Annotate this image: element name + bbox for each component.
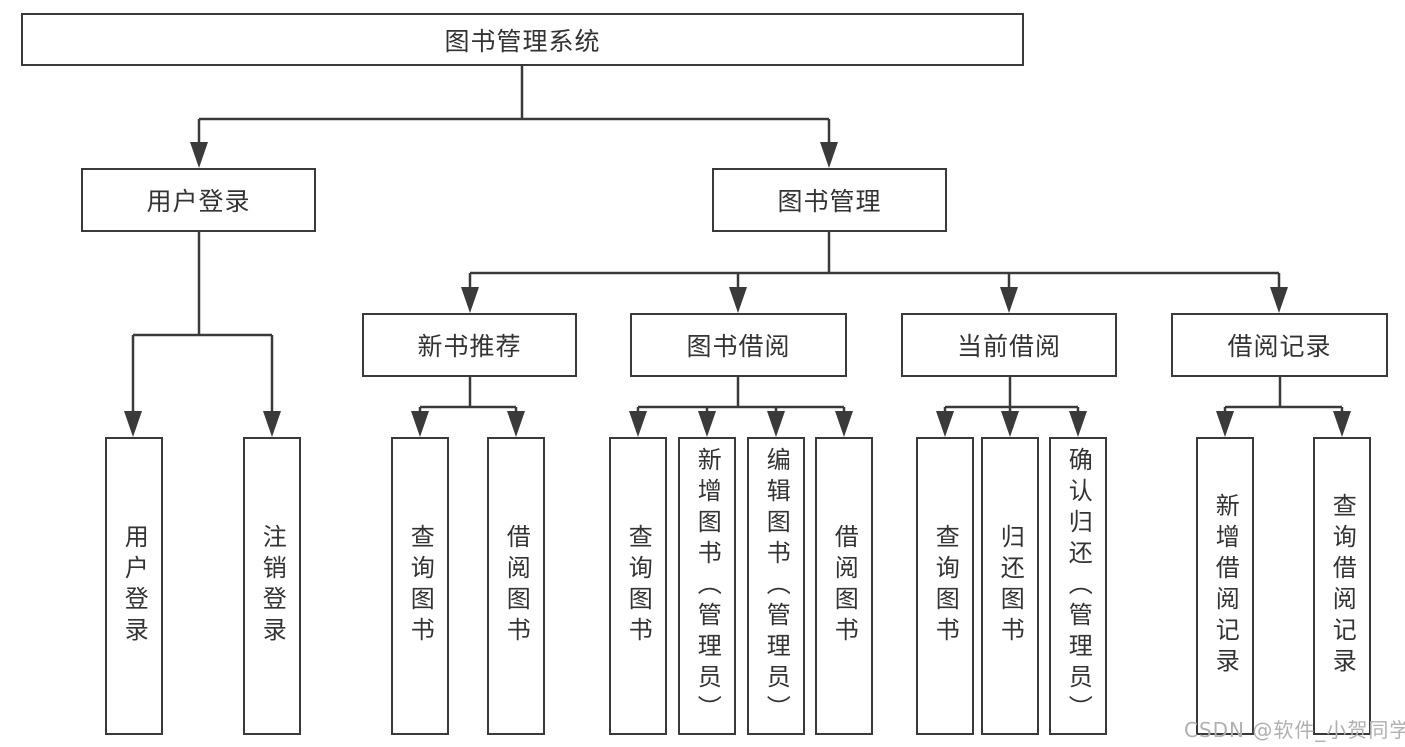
arrow-leaf-9: [936, 411, 954, 437]
node-user-login-branch: 用户登录: [81, 168, 316, 232]
arrowheads: [124, 142, 1351, 437]
arrow-leaf-2: [263, 411, 281, 437]
leaf-edit-book-admin: 编辑图书（管理员）: [747, 437, 805, 735]
node-root-label: 图书管理系统: [444, 26, 601, 56]
arrow-leaf-10: [1001, 411, 1019, 437]
leaf-add-borrow-record: 新增借阅记录: [1196, 437, 1254, 735]
arrow-leaf-7: [767, 411, 785, 437]
leaf-user-login-label: 用户登录: [120, 524, 149, 648]
arrow-to-current-borrow: [1000, 287, 1018, 313]
leaf-query-books-current-label: 查询图书: [931, 524, 960, 648]
csdn-watermark: CSDN @软件_小贺同学: [1184, 718, 1405, 742]
arrow-leaf-5: [629, 411, 647, 437]
node-root: 图书管理系统: [21, 13, 1024, 66]
arrow-to-book-borrow: [729, 287, 747, 313]
connector-new-books-split: [418, 377, 518, 413]
arrow-to-new-books: [461, 287, 479, 313]
arrow-leaf-6: [698, 411, 716, 437]
node-section-new-books-label: 新书推荐: [417, 332, 522, 361]
arrow-to-book-management: [820, 142, 838, 168]
leaf-borrow-books-new: 借阅图书: [487, 437, 545, 735]
leaf-return-book-label: 归还图书: [996, 524, 1025, 648]
leaf-query-books-new: 查询图书: [391, 437, 449, 735]
node-section-borrow-records-label: 借阅记录: [1227, 332, 1332, 361]
leaf-query-borrow-record: 查询借阅记录: [1313, 437, 1371, 735]
node-section-current-borrow: 当前借阅: [901, 313, 1117, 377]
arrow-leaf-8: [835, 411, 853, 437]
arrow-leaf-13: [1333, 411, 1351, 437]
leaf-add-book-admin-label: 新增图书（管理员）: [693, 446, 722, 726]
leaf-query-books-borrow-label: 查询图书: [624, 524, 653, 648]
leaf-user-login: 用户登录: [105, 437, 163, 735]
node-book-management-branch-label: 图书管理: [777, 187, 882, 216]
leaf-query-books-borrow: 查询图书: [609, 437, 667, 735]
arrow-to-borrow-records: [1270, 287, 1288, 313]
leaf-logout: 注销登录: [243, 437, 301, 735]
node-section-new-books: 新书推荐: [362, 313, 577, 377]
connector-current-borrow-split: [943, 377, 1080, 413]
leaf-borrow-books-new-label: 借阅图书: [502, 524, 531, 648]
leaf-borrow-books-borrow: 借阅图书: [815, 437, 873, 735]
leaf-add-borrow-record-label: 新增借阅记录: [1211, 493, 1240, 679]
connector-user-split: [131, 232, 274, 413]
node-book-management-branch: 图书管理: [712, 168, 947, 232]
node-section-book-borrow: 图书借阅: [630, 313, 847, 377]
connector-borrow-records-split: [1223, 377, 1344, 413]
connector-book-borrow-split: [636, 377, 846, 413]
leaf-query-books-current: 查询图书: [916, 437, 974, 735]
leaf-query-books-new-label: 查询图书: [406, 524, 435, 648]
leaf-query-borrow-record-label: 查询借阅记录: [1328, 493, 1357, 679]
node-section-book-borrow-label: 图书借阅: [686, 332, 791, 361]
leaf-confirm-return-admin: 确认归还（管理员）: [1049, 437, 1107, 735]
leaf-borrow-books-borrow-label: 借阅图书: [830, 524, 859, 648]
leaf-return-book: 归还图书: [981, 437, 1039, 735]
connector-book-split: [468, 232, 1281, 290]
arrow-to-user-login: [190, 142, 208, 168]
node-user-login-branch-label: 用户登录: [146, 187, 251, 216]
arrow-leaf-1: [124, 411, 142, 437]
connector-root-split: [197, 66, 831, 144]
arrow-leaf-12: [1216, 411, 1234, 437]
arrow-leaf-11: [1069, 411, 1087, 437]
arrow-leaf-3: [411, 411, 429, 437]
node-section-current-borrow-label: 当前借阅: [956, 332, 1061, 361]
leaf-confirm-return-admin-label: 确认归还（管理员）: [1064, 446, 1093, 726]
leaf-edit-book-admin-label: 编辑图书（管理员）: [762, 446, 791, 726]
node-section-borrow-records: 借阅记录: [1171, 313, 1388, 377]
leaf-add-book-admin: 新增图书（管理员）: [678, 437, 736, 735]
leaf-logout-label: 注销登录: [258, 524, 287, 648]
arrow-leaf-4: [507, 411, 525, 437]
